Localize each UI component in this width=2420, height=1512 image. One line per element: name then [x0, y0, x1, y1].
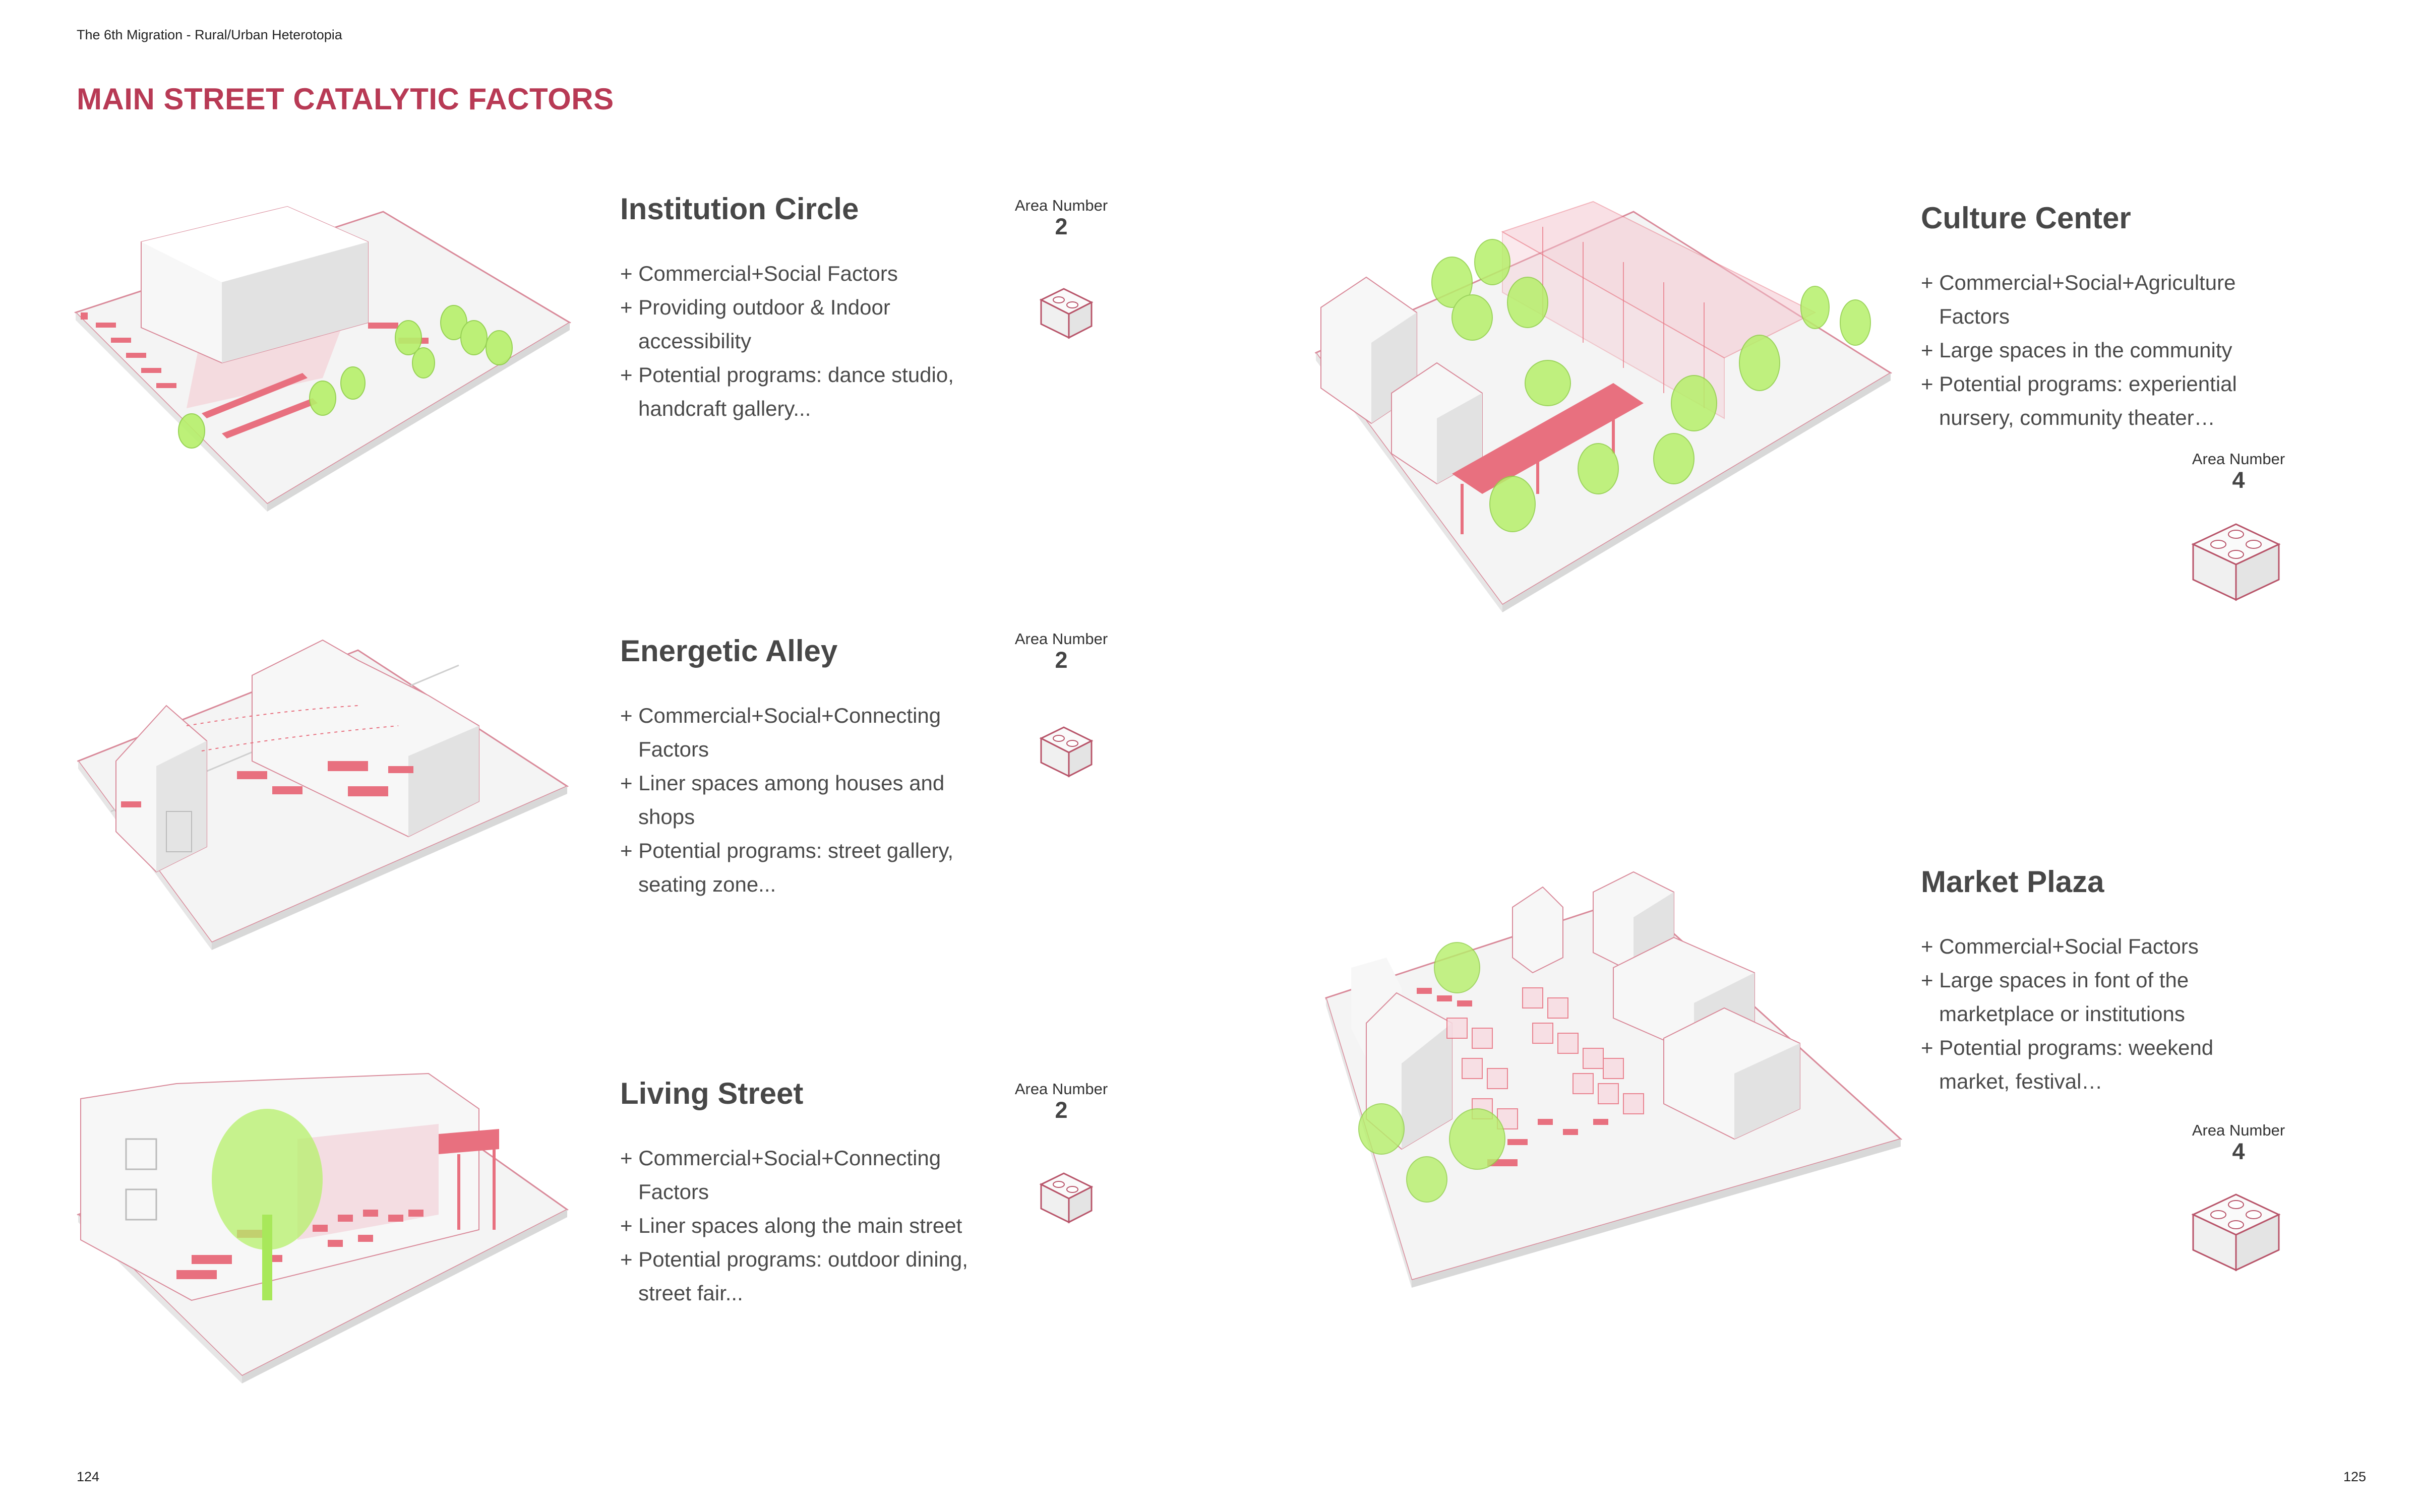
bullet-item: + Large spaces in the community: [1921, 338, 2232, 362]
area-number: 4: [2232, 467, 2245, 493]
institution-circle-diagram: [74, 206, 571, 512]
lego-brick-2x1-icon: [1039, 288, 1094, 339]
bullet-item: + Providing outdoor & Indoor accessibili…: [620, 295, 890, 353]
page-title: MAIN STREET CATALYTIC FACTORS: [77, 82, 614, 116]
bullet-item: + Liner spaces along the main street: [620, 1214, 962, 1237]
section-institution-circle: Institution Circle + Commercial+Social F…: [620, 192, 983, 425]
bullet-list: + Commercial+Social+Connecting Factors +…: [620, 699, 983, 901]
area-number-badge: Area Number 4: [2173, 1121, 2304, 1165]
section-title: Culture Center: [1921, 201, 2131, 235]
area-label: Area Number: [2192, 450, 2285, 468]
living-street-diagram: [77, 1073, 569, 1383]
area-number: 2: [1055, 647, 1068, 673]
bullet-item: + Potential programs: dance studio, hand…: [620, 363, 954, 420]
bullet-list: + Commercial+Social+Agriculture Factors …: [1921, 266, 2284, 434]
bullet-list: + Commercial+Social Factors + Large spac…: [1921, 929, 2284, 1098]
area-label: Area Number: [1014, 630, 1108, 648]
section-title: Institution Circle: [620, 192, 859, 226]
bullet-list: + Commercial+Social Factors + Providing …: [620, 257, 983, 425]
area-number-badge: Area Number 2: [996, 630, 1127, 673]
section-culture-center: Culture Center + Commercial+Social+Agric…: [1921, 201, 2284, 434]
bullet-item: + Commercial+Social+Connecting Factors: [620, 1146, 941, 1204]
area-label: Area Number: [2192, 1121, 2285, 1139]
section-energetic-alley: Energetic Alley + Commercial+Social+Conn…: [620, 634, 983, 901]
area-number: 2: [1055, 214, 1068, 239]
area-number: 4: [2232, 1139, 2245, 1164]
area-label: Area Number: [1014, 1080, 1108, 1098]
bullet-item: + Commercial+Social+Agriculture Factors: [1921, 271, 2236, 328]
area-number-badge: Area Number 4: [2173, 450, 2304, 493]
energetic-alley-diagram: [77, 639, 569, 950]
page-number-left: 124: [77, 1469, 100, 1484]
section-title: Market Plaza: [1921, 865, 2104, 899]
bullet-item: + Large spaces in font of the marketplac…: [1921, 968, 2189, 1026]
bullet-item: + Potential programs: street gallery, se…: [620, 839, 954, 896]
running-title: The 6th Migration - Rural/Urban Heteroto…: [77, 27, 342, 42]
lego-brick-2x2-icon: [2191, 1193, 2281, 1272]
bullet-item: + Potential programs: weekend market, fe…: [1921, 1036, 2214, 1093]
area-number: 2: [1055, 1097, 1068, 1123]
area-number-badge: Area Number 2: [996, 1080, 1127, 1123]
bullet-item: + Commercial+Social Factors: [1921, 934, 2199, 958]
bullet-item: + Commercial+Social Factors: [620, 262, 898, 285]
area-number-badge: Area Number 2: [996, 197, 1127, 240]
section-title: Living Street: [620, 1077, 804, 1110]
bullet-item: + Potential programs: outdoor dining, st…: [620, 1247, 968, 1305]
market-plaza-diagram: [1325, 871, 1903, 1288]
bullet-list: + Commercial+Social+Connecting Factors +…: [620, 1141, 983, 1310]
page-number-right: 125: [2343, 1469, 2367, 1484]
bullet-item: + Commercial+Social+Connecting Factors: [620, 704, 941, 761]
section-title: Energetic Alley: [620, 634, 838, 668]
lego-brick-2x1-icon: [1039, 1172, 1094, 1224]
bullet-item: + Potential programs: experiential nurse…: [1921, 372, 2237, 429]
bullet-item: + Liner spaces among houses and shops: [620, 771, 945, 829]
section-market-plaza: Market Plaza + Commercial+Social Factors…: [1921, 864, 2284, 1098]
area-label: Area Number: [1014, 197, 1108, 214]
lego-brick-2x2-icon: [2191, 523, 2281, 601]
lego-brick-2x1-icon: [1039, 726, 1094, 778]
section-living-street: Living Street + Commercial+Social+Connec…: [620, 1076, 983, 1310]
culture-center-diagram: [1314, 201, 1892, 612]
